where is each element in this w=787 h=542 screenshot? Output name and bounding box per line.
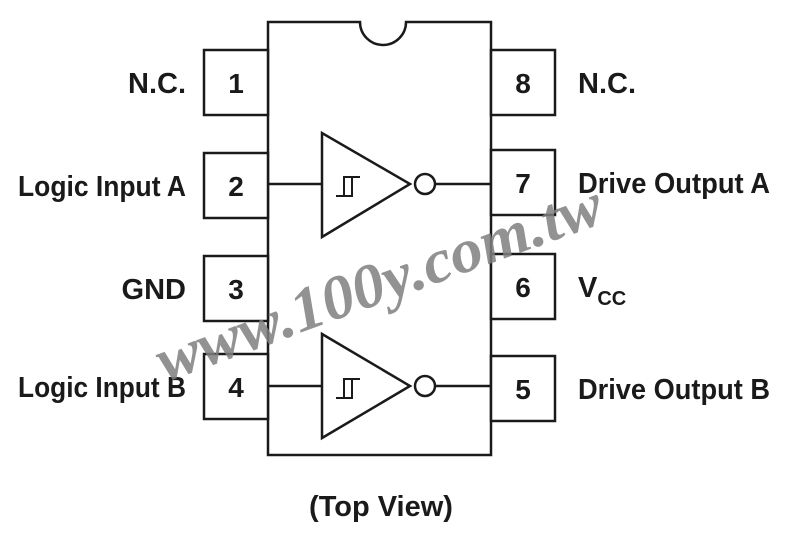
pin-6-box xyxy=(489,252,557,321)
pin-7-label: Drive Output A xyxy=(578,168,770,200)
view-caption: (Top View) xyxy=(309,491,453,523)
pin-8-label: N.C. xyxy=(578,68,636,100)
pin-4-number: 4 xyxy=(228,372,244,403)
schmitt-inverter-b xyxy=(268,331,491,441)
pin-5-number: 5 xyxy=(515,374,531,405)
pin-1-box xyxy=(202,48,270,117)
pin-3-box xyxy=(202,254,270,323)
pin-6-label: VCC xyxy=(578,272,626,310)
pin-1-number: 1 xyxy=(228,68,244,99)
pin-1-label: N.C. xyxy=(128,68,186,100)
pin-5-box xyxy=(489,354,557,423)
gate-b-triangle xyxy=(320,331,413,441)
pin-3-number: 3 xyxy=(228,274,244,305)
pin-2-label: Logic Input A xyxy=(18,171,186,203)
pin-8-box xyxy=(489,48,557,117)
pin-5-label: Drive Output B xyxy=(578,374,770,406)
gate-b-hysteresis-icon xyxy=(336,378,360,399)
pin-6-number: 6 xyxy=(515,272,531,303)
gate-a-triangle xyxy=(320,130,413,240)
pin-2-number: 2 xyxy=(228,171,244,202)
pin-6-label-subscript: CC xyxy=(597,288,626,310)
gate-a-hysteresis-icon xyxy=(336,176,360,197)
pin-2-box xyxy=(202,151,270,220)
pin-4-box xyxy=(202,352,270,421)
pin-7-box xyxy=(489,148,557,217)
gate-b-inversion-bubble xyxy=(413,374,437,398)
pin-7-number: 7 xyxy=(515,168,531,199)
pin-4-label: Logic Input B xyxy=(18,372,186,404)
pin-6-label-main: V xyxy=(578,272,598,304)
schmitt-inverter-a xyxy=(268,130,491,240)
gate-a-inversion-bubble xyxy=(413,172,437,196)
pin-8-number: 8 xyxy=(515,68,531,99)
pin-3-label: GND xyxy=(122,274,186,306)
